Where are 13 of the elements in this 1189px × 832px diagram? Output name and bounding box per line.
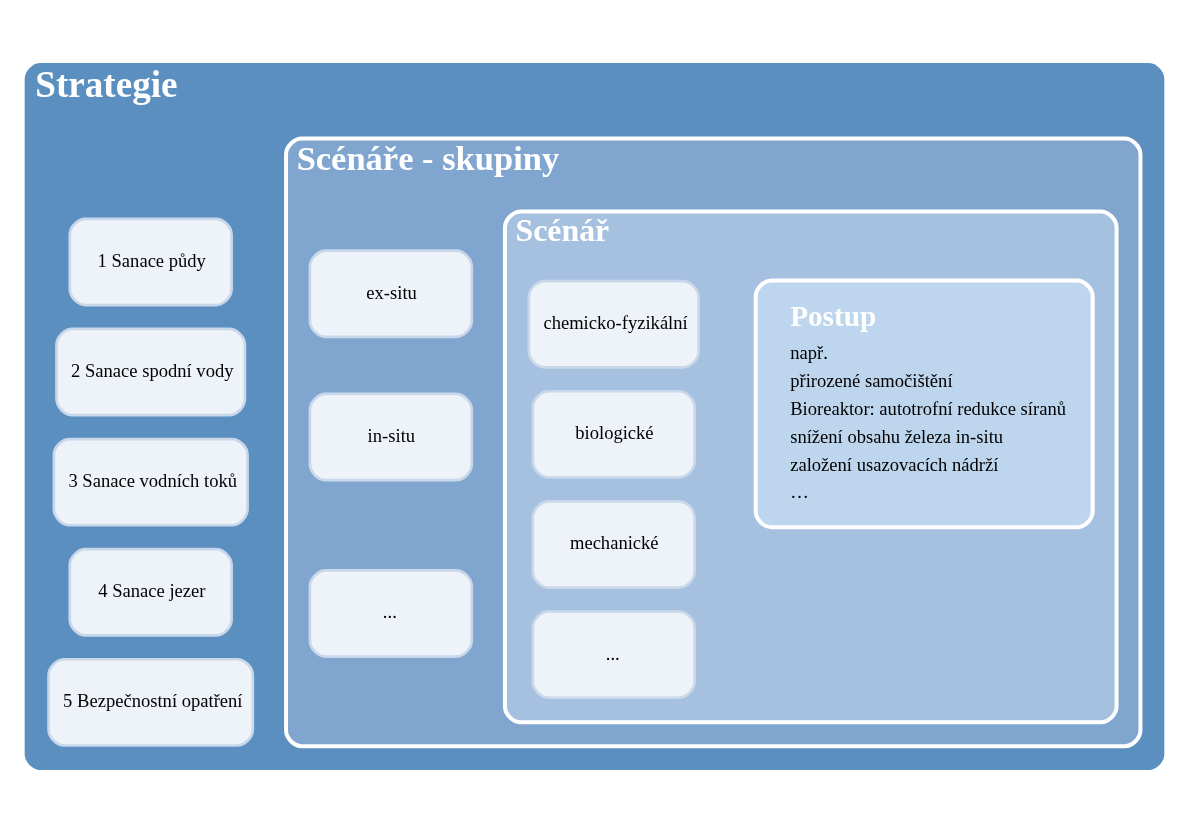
- node-box: 3 Sanace vodních toků: [52, 437, 249, 527]
- node-box: 1 Sanace půdy: [68, 217, 233, 306]
- node-box: 4 Sanace jezer: [68, 547, 233, 637]
- node-box: ex-situ: [308, 248, 474, 338]
- node-box: ...: [531, 609, 696, 699]
- node-box: 5 Bezpečnostní opatření: [47, 657, 255, 747]
- node-box: in-situ: [308, 392, 474, 481]
- node-box: Postup např. přirozené samočištění Bioreaktor: autotrofní redukce síranů snížení obsahu železa in-situ založení usazovacích nádrží …: [753, 278, 1095, 529]
- node-box: chemicko-fyzikální: [527, 279, 700, 369]
- node-box: mechanické: [531, 499, 696, 589]
- node-box: ...: [308, 568, 474, 658]
- node-box: 2 Sanace spodní vody: [55, 327, 247, 416]
- node-box: biologické: [531, 389, 696, 479]
